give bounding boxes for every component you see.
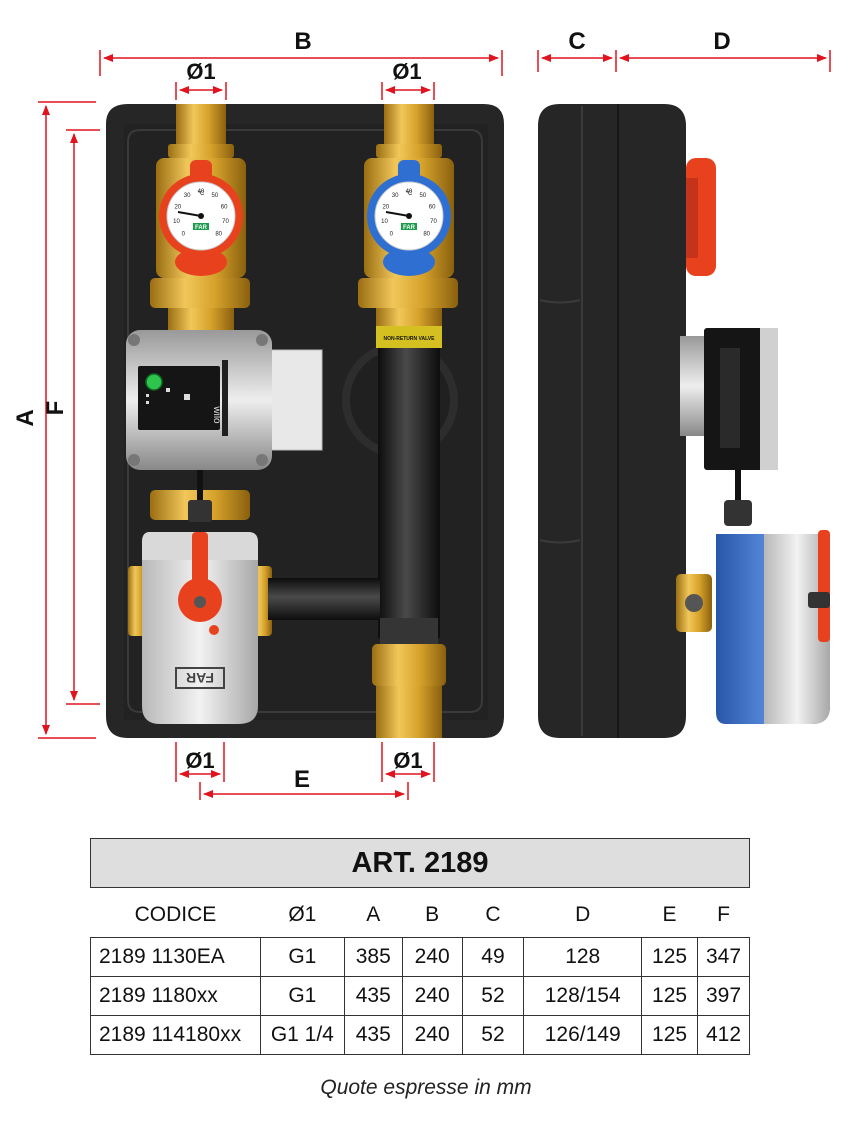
thermo-scale-label: 30 <box>184 193 191 199</box>
thermo-scale-label: 20 <box>175 204 182 210</box>
thermo-scale-label: 0 <box>182 232 186 238</box>
cell: 125 <box>641 937 698 977</box>
cell: 126/149 <box>523 1015 643 1055</box>
thermo-scale-label: 10 <box>173 219 180 225</box>
dimension-C: C <box>537 28 617 72</box>
thermo-unit: °C <box>406 191 413 197</box>
table-row: 2189 1130EA G1 385 240 49 128 125 347 <box>90 937 750 977</box>
header-cell: Ø1 <box>288 903 317 926</box>
thermo-scale-label: 60 <box>429 204 436 210</box>
thermo-brand: FAR <box>195 225 208 231</box>
header-cell: B <box>425 903 440 926</box>
dimension-A: A <box>12 101 96 739</box>
dim-label-A: A <box>12 409 39 426</box>
cell: 240 <box>401 1015 463 1055</box>
cell: G1 <box>259 976 345 1016</box>
mixing-valve: FAR <box>128 532 272 724</box>
cell: 347 <box>697 937 750 977</box>
circulation-pump: wilo <box>126 330 323 470</box>
header-cell: E <box>662 903 677 926</box>
cell: 240 <box>401 937 463 977</box>
dimension-phi-top-left: Ø1 <box>175 59 227 100</box>
header-cell: A <box>366 903 381 926</box>
cell: 52 <box>461 976 525 1016</box>
dim-label-phi: Ø1 <box>186 59 215 84</box>
dim-label-phi: Ø1 <box>185 748 214 773</box>
header-cell: F <box>717 903 730 926</box>
header-cell: C <box>485 903 501 926</box>
cell: 128 <box>523 937 643 977</box>
dim-label-C: C <box>568 28 585 55</box>
dim-label-D: D <box>713 28 730 55</box>
dimension-F: F <box>42 129 100 705</box>
cell: 412 <box>697 1015 750 1055</box>
cell: 2189 1180xx <box>90 976 261 1016</box>
side-view <box>538 104 830 738</box>
pump-status-led <box>145 373 163 391</box>
table-title: ART. 2189 <box>90 838 750 888</box>
valve-tag: NON-RETURN VALVE <box>384 336 436 342</box>
pump-cable <box>188 470 212 522</box>
cell: 49 <box>461 937 525 977</box>
thermo-scale-label: 30 <box>392 193 399 199</box>
dimension-phi-bottom-left: Ø1 <box>175 742 225 782</box>
cell: 385 <box>343 937 403 977</box>
cell: 2189 1130EA <box>90 937 261 977</box>
mixer-brand-label: FAR <box>186 670 214 686</box>
thermo-brand: FAR <box>403 225 416 231</box>
cell: 128/154 <box>523 976 643 1016</box>
thermo-scale-label: 40 <box>198 189 205 195</box>
dim-label-phi: Ø1 <box>393 748 422 773</box>
cell: 125 <box>641 976 698 1016</box>
thermo-scale-label: 80 <box>215 232 222 238</box>
table-row: 2189 1180xx G1 435 240 52 128/154 125 39… <box>90 976 750 1016</box>
thermo-scale-label: 80 <box>423 232 430 238</box>
thermo-scale-label: 40 <box>406 189 413 195</box>
cell: G1 1/4 <box>259 1015 345 1055</box>
dimension-phi-bottom-right: Ø1 <box>381 742 435 782</box>
thermo-scale-label: 0 <box>390 232 394 238</box>
thermo-scale-label: 50 <box>212 193 219 199</box>
pump-brand-label: wilo <box>211 405 222 424</box>
dimension-D: D <box>619 28 831 72</box>
dimension-E: E <box>199 766 409 800</box>
table-header-row: CODICE Ø1 A B C D E F <box>91 893 750 938</box>
dim-label-B: B <box>294 28 311 55</box>
cell: 125 <box>641 1015 698 1055</box>
dim-label-F: F <box>42 401 69 416</box>
thermo-scale-label: 20 <box>383 204 390 210</box>
header-cell: CODICE <box>134 903 217 926</box>
cell: 435 <box>343 1015 403 1055</box>
thermo-scale-label: 10 <box>381 219 388 225</box>
cell: 240 <box>401 976 463 1016</box>
thermo-scale-label: 70 <box>430 219 437 225</box>
cell: 435 <box>343 976 403 1016</box>
dim-label-E: E <box>294 766 310 793</box>
table-row: 2189 114180xx G1 1/4 435 240 52 126/149 … <box>90 1015 750 1055</box>
thermo-scale-label: 70 <box>222 219 229 225</box>
header-cell: D <box>575 903 591 926</box>
dim-label-phi: Ø1 <box>392 59 421 84</box>
dimension-B: B <box>99 28 503 76</box>
cell: G1 <box>259 937 345 977</box>
cell: 397 <box>697 976 750 1016</box>
cell: 52 <box>461 1015 525 1055</box>
spec-table: CODICE Ø1 A B C D E F 2189 1130EA G1 385… <box>90 893 750 1055</box>
dimension-phi-top-right: Ø1 <box>381 59 435 100</box>
thermo-scale-label: 50 <box>420 193 427 199</box>
units-note: Quote espresse in mm <box>320 1076 532 1099</box>
cell: 2189 114180xx <box>90 1015 261 1055</box>
thermo-unit: °C <box>198 191 205 197</box>
thermo-scale-label: 60 <box>221 204 228 210</box>
